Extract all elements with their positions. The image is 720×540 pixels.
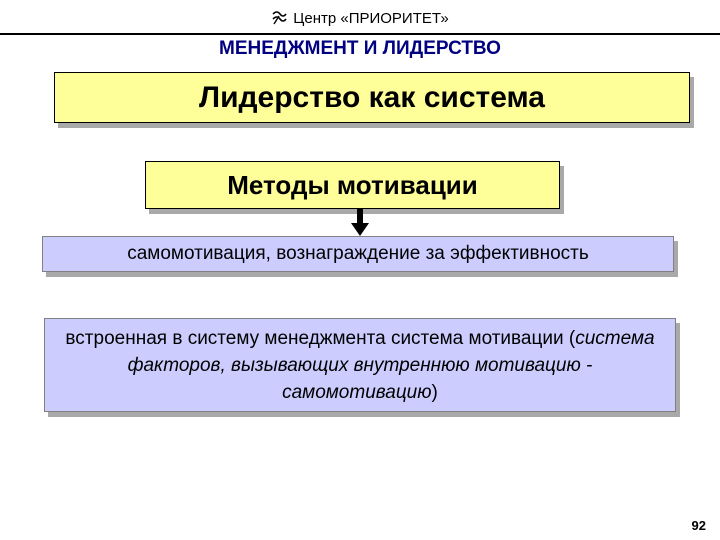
main-title: Лидерство как система — [199, 80, 545, 114]
methods-title: Методы мотивации — [227, 169, 478, 200]
builtin-suffix: ) — [431, 381, 438, 403]
self-motivation-text: самомотивация, вознаграждение за эффекти… — [127, 243, 589, 264]
builtin-italic: система факторов, вызывающих внутреннюю … — [127, 327, 655, 403]
self-motivation-box: самомотивация, вознаграждение за эффекти… — [42, 236, 674, 272]
main-title-box: Лидерство как система — [54, 72, 690, 123]
builtin-motivation-box: встроенная в систему менеджмента система… — [44, 318, 676, 412]
page-number: 92 — [691, 518, 706, 533]
header: Центр «ПРИОРИТЕТ» — [0, 6, 720, 30]
down-arrow-icon — [351, 208, 369, 236]
logo-icon — [272, 11, 287, 25]
methods-box: Методы мотивации — [145, 161, 560, 209]
section-title: МЕНЕДЖМЕНТ И ЛИДЕРСТВО — [219, 38, 501, 59]
header-org: Центр «ПРИОРИТЕТ» — [293, 9, 449, 27]
header-divider — [0, 33, 720, 35]
builtin-motivation-text: встроенная в систему менеджмента система… — [65, 325, 655, 406]
builtin-prefix: встроенная в систему менеджмента система… — [65, 327, 576, 349]
